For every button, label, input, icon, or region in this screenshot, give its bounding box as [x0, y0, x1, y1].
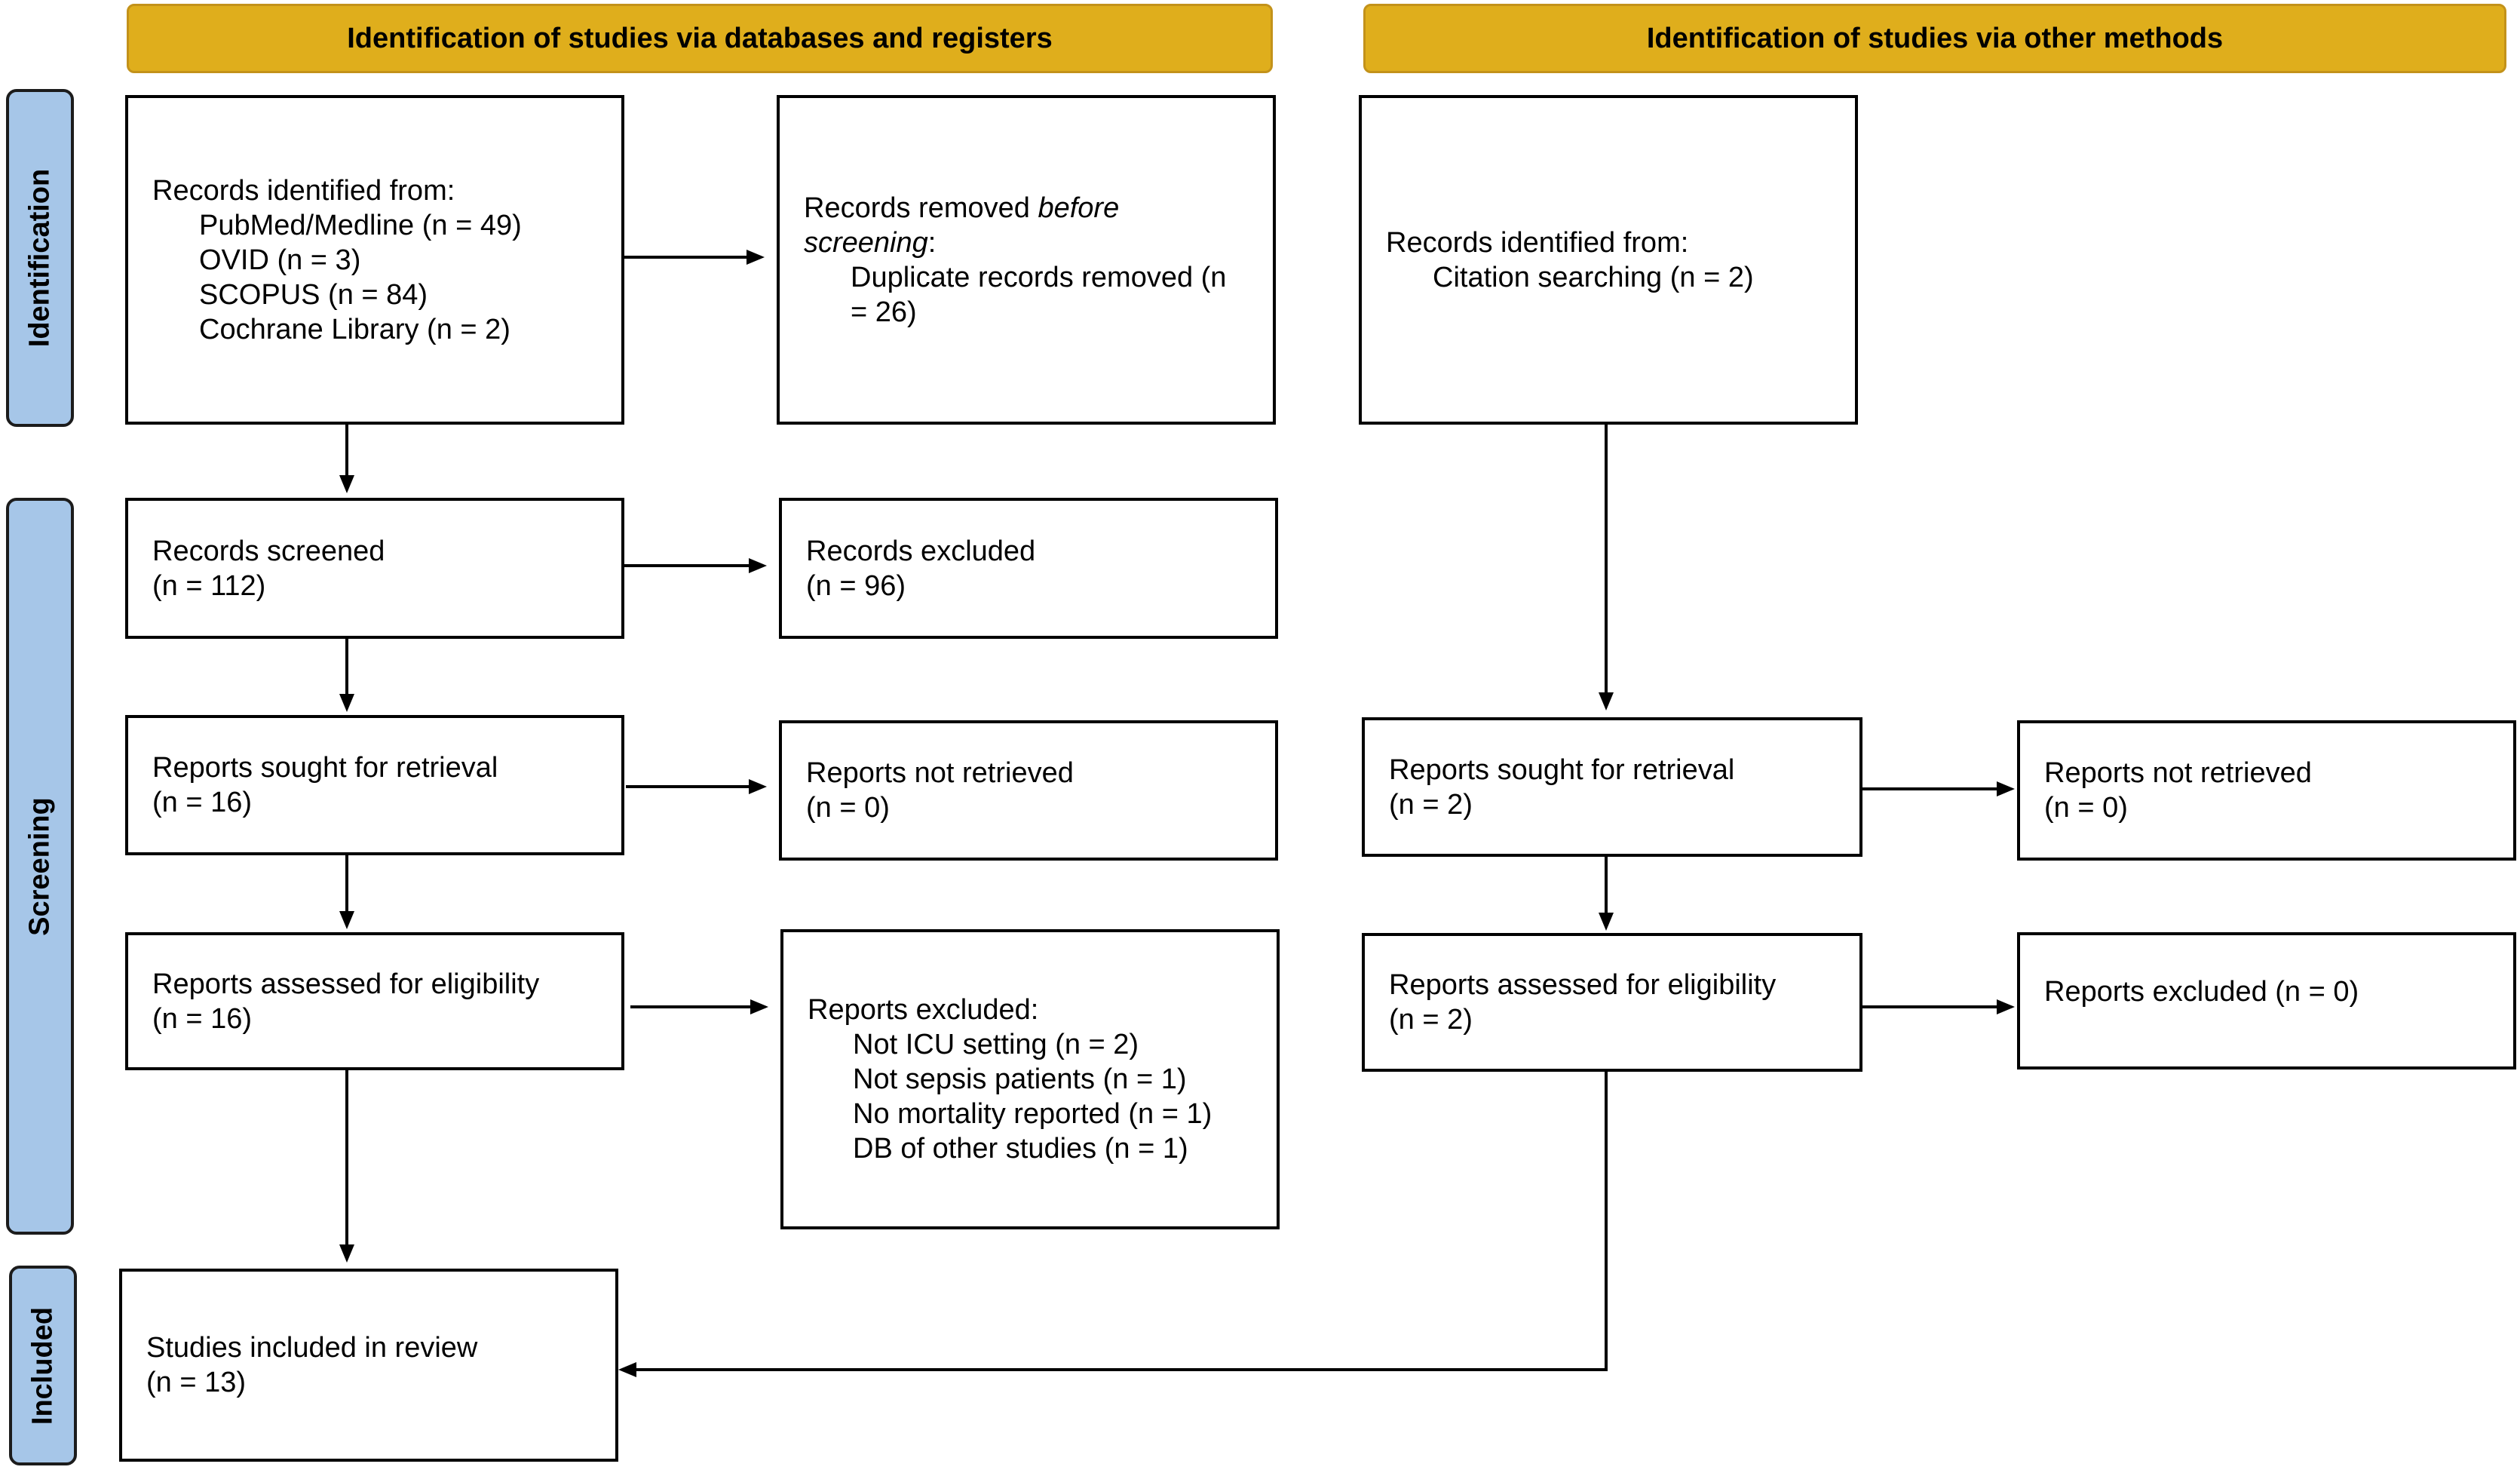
header-other-text: Identification of studies via other meth… [1646, 22, 2224, 54]
records-screened-label: Records screened [152, 535, 385, 567]
arrowhead [339, 475, 354, 493]
arrowhead [746, 250, 765, 265]
records-excluded-count: (n = 96) [806, 569, 906, 602]
studies-included-label: Studies included in review [146, 1332, 478, 1364]
records-identified-title: Records identified from: [152, 174, 455, 207]
source-item: Cochrane Library (n = 2) [199, 313, 510, 345]
exclusion-reason: DB of other studies (n = 1) [853, 1133, 1188, 1165]
box-studies-included: Studies included in review (n = 13) [119, 1269, 618, 1462]
reports-excluded-title: Reports excluded: [808, 994, 1039, 1026]
reports-assessed-count: (n = 16) [152, 1002, 253, 1035]
other-identified-title: Records identified from: [1386, 226, 1689, 259]
phase-identification: Identification [6, 89, 74, 427]
arrowhead [1997, 781, 2015, 796]
box-reports-sought: Reports sought for retrieval (n = 16) [125, 715, 624, 855]
box-records-screened: Records screened (n = 112) [125, 498, 624, 639]
box-reports-excluded: Reports excluded: Not ICU setting (n = 2… [780, 929, 1280, 1229]
exclusion-reason: Not sepsis patients (n = 1) [853, 1063, 1187, 1095]
other-assessed-count: (n = 2) [1389, 1004, 1473, 1036]
box-records-identified: Records identified from: PubMed/Medline … [125, 95, 624, 425]
studies-included-count: (n = 13) [146, 1367, 247, 1398]
citation-searching: Citation searching (n = 2) [1433, 261, 1754, 293]
reports-sought-count: (n = 16) [152, 787, 253, 818]
reports-sought-label: Reports sought for retrieval [152, 752, 498, 784]
box-other-records-identified: Records identified from: Citation search… [1359, 95, 1858, 425]
box-records-excluded: Records excluded (n = 96) [779, 498, 1278, 639]
box-other-reports-sought: Reports sought for retrieval (n = 2) [1362, 717, 1862, 857]
box-other-reports-excluded: Reports excluded (n = 0) [2017, 932, 2516, 1069]
other-not-retrieved-count: (n = 0) [2044, 792, 2128, 824]
other-excluded-label: Reports excluded (n = 0) [2044, 976, 2359, 1008]
removed-title-italic-2: screening [804, 226, 928, 259]
phase-identification-label: Identification [23, 168, 56, 348]
reports-not-retrieved-count: (n = 0) [806, 792, 890, 824]
arrowhead [618, 1362, 636, 1377]
arrowhead [749, 779, 767, 794]
records-removed-title-2: screening: [804, 226, 1258, 260]
other-sought-count: (n = 2) [1389, 788, 1473, 821]
source-item: OVID (n = 3) [199, 244, 361, 276]
arrowhead [339, 911, 354, 929]
exclusion-reason: Not ICU setting (n = 2) [853, 1029, 1139, 1060]
box-reports-not-retrieved: Reports not retrieved (n = 0) [779, 720, 1278, 861]
reports-assessed-label: Reports assessed for eligibility [152, 968, 540, 1000]
removed-title-italic: before [1038, 192, 1120, 224]
removed-title-suffix: : [927, 226, 937, 259]
removed-title-prefix: Records removed [804, 192, 1038, 224]
arrowhead [749, 558, 767, 573]
box-records-removed: Records removed before screening: Duplic… [777, 95, 1276, 425]
phase-included: Included [9, 1266, 77, 1465]
arrow-other-assessed-to-included [636, 1071, 1608, 1371]
exclusion-reason: No mortality reported (n = 1) [853, 1098, 1212, 1130]
source-item: SCOPUS (n = 84) [199, 278, 428, 311]
header-other-methods: Identification of studies via other meth… [1363, 4, 2506, 73]
other-sought-label: Reports sought for retrieval [1389, 753, 1735, 786]
arrowhead [1599, 692, 1614, 710]
other-assessed-label: Reports assessed for eligibility [1389, 969, 1777, 1001]
records-removed-title: Records removed before [804, 191, 1258, 226]
phase-included-label: Included [26, 1306, 59, 1425]
records-excluded-label: Records excluded [806, 535, 1036, 567]
header-databases: Identification of studies via databases … [127, 4, 1273, 73]
records-screened-count: (n = 112) [152, 569, 266, 602]
box-other-reports-assessed: Reports assessed for eligibility (n = 2) [1362, 933, 1862, 1072]
arrowhead [339, 1244, 354, 1263]
arrowhead [1997, 999, 2015, 1014]
reports-not-retrieved-label: Reports not retrieved [806, 757, 1074, 789]
duplicates-removed-line1: Duplicate records removed (n [851, 261, 1227, 293]
header-databases-text: Identification of studies via databases … [347, 22, 1053, 54]
arrowhead [1599, 913, 1614, 931]
box-other-not-retrieved: Reports not retrieved (n = 0) [2017, 720, 2516, 861]
box-reports-assessed: Reports assessed for eligibility (n = 16… [125, 932, 624, 1070]
arrowhead [750, 999, 768, 1014]
arrowhead [339, 694, 354, 712]
phase-screening: Screening [6, 498, 74, 1235]
phase-screening-label: Screening [23, 796, 56, 936]
source-item: PubMed/Medline (n = 49) [199, 209, 522, 241]
duplicates-removed-line2: = 26) [851, 296, 917, 328]
other-not-retrieved-label: Reports not retrieved [2044, 757, 2312, 789]
